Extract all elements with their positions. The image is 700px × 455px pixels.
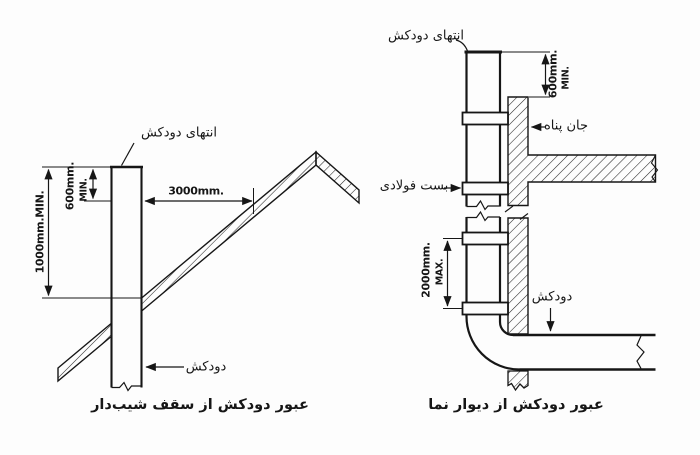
dim-600mm-right-value: 600mm. [546, 49, 560, 99]
wall-below-pipe [507, 370, 529, 392]
steel-clamp-2 [461, 181, 509, 196]
steel-clamp-4 [461, 301, 509, 316]
left-chimney-label: دودکش [185, 359, 227, 375]
dim-600mm-left-value: 600mm. [63, 161, 77, 211]
left-chimney-end-label: انتهای دودکش [140, 125, 218, 141]
dim-600mm-right-qual: MIN. [560, 66, 572, 90]
parapet-and-slab [507, 96, 657, 207]
wall-break-slash-right [519, 213, 529, 220]
chimney-body [111, 167, 142, 388]
leader-chimney-end-right [455, 39, 469, 52]
pipe-break-lower [466, 210, 500, 222]
chimney-bottom-break [111, 381, 142, 392]
pipe-break-gap [462, 206, 504, 217]
left-caption: عبور دودکش از سقف شیب‌دار [91, 397, 309, 413]
wall-middle [507, 217, 529, 335]
wall-break-slash-left [504, 205, 514, 213]
leader-chimney-end-left [120, 142, 135, 166]
right-diagram-facade-wall-detail [443, 39, 659, 392]
dim-3000mm-label: 3000mm. [168, 184, 224, 198]
right-chimney-label: دودکش [531, 289, 573, 305]
parapet-label: جان پناه [544, 118, 588, 134]
pipe-break-upper [466, 199, 500, 211]
dim-600mm-left-qual: MIN. [78, 178, 90, 202]
left-diagram-sloped-roof-detail [42, 142, 360, 392]
dim-2000mm-qual: MAX. [434, 258, 446, 286]
steel-clamp-label: بست فولادی [379, 178, 449, 194]
right-caption: عبور دودکش از دیوار نما [428, 397, 604, 413]
elbow-outer [465, 315, 520, 371]
dim-1000mm-label: 1000mm.MIN. [33, 190, 47, 274]
dim-2000mm-value: 2000mm. [419, 242, 433, 298]
slab-end-break [650, 154, 659, 183]
right-chimney-end-label: انتهای دودکش [387, 28, 465, 44]
horizontal-pipe-break [636, 335, 645, 369]
steel-clamp-3 [461, 231, 509, 246]
steel-clamp-1 [461, 111, 509, 126]
elbow-inner [498, 321, 514, 337]
sloped-roof-ridge-band [315, 150, 360, 205]
